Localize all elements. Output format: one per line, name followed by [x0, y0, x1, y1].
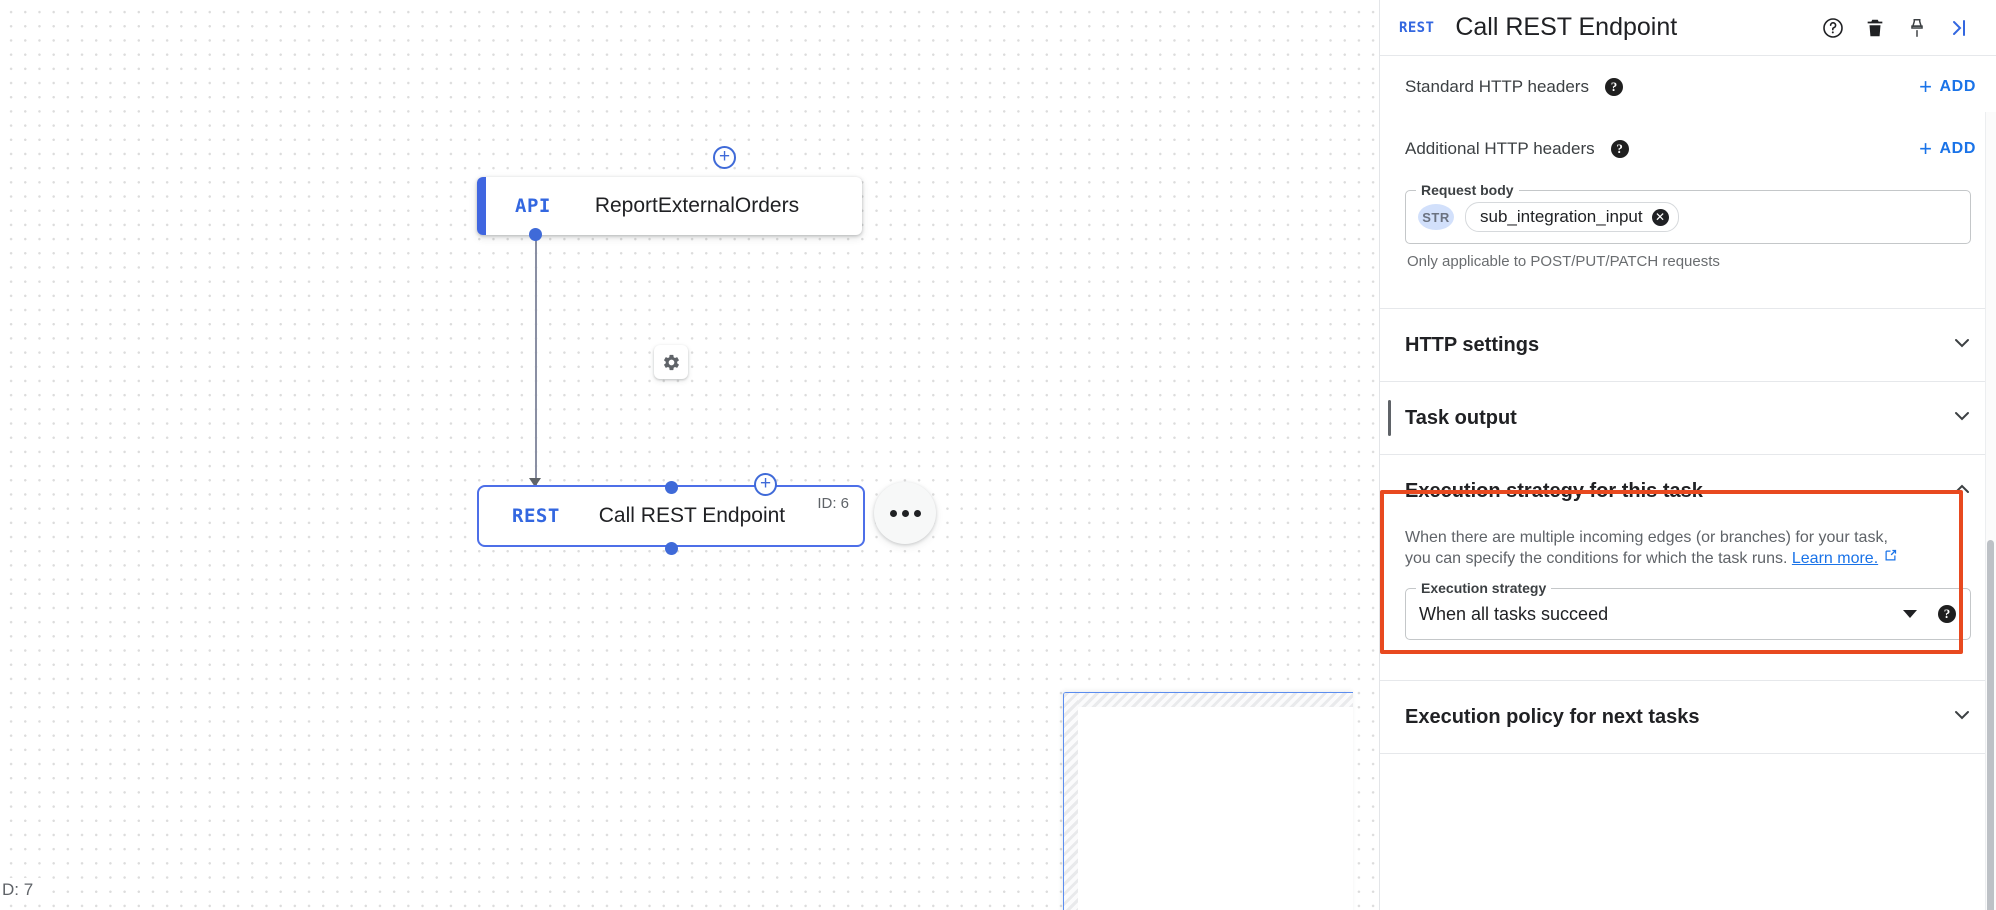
edge-connector-line	[535, 190, 537, 486]
request-body-helper-text: Only applicable to POST/PUT/PATCH reques…	[1407, 253, 1720, 270]
additional-http-headers-row: Additional HTTP headers ? + ADD	[1380, 118, 1996, 180]
additional-http-headers-label: Additional HTTP headers	[1405, 139, 1595, 158]
node-type-badge: REST	[512, 505, 560, 527]
node-id-label: ID: 6	[817, 495, 849, 512]
panel-header: REST Call REST Endpoint	[1380, 0, 1996, 56]
section-execution-strategy[interactable]: Execution strategy for this task	[1380, 455, 1996, 527]
add-label: ADD	[1939, 140, 1976, 157]
section-execution-strategy-header[interactable]: Execution strategy for this task	[1405, 455, 1974, 527]
panel-type-badge: REST	[1399, 19, 1435, 36]
external-link-icon[interactable]	[1883, 549, 1898, 567]
add-standard-header-button[interactable]: + ADD	[1919, 76, 1976, 98]
edge-arrowhead	[529, 478, 541, 487]
request-body-legend: Request body	[1416, 182, 1519, 198]
delete-icon[interactable]	[1854, 7, 1896, 49]
section-task-output[interactable]: Task output	[1380, 382, 1996, 454]
execution-strategy-value: When all tasks succeed	[1419, 603, 1609, 624]
chevron-down-icon[interactable]	[1950, 404, 1974, 433]
section-execution-policy[interactable]: Execution policy for next tasks	[1380, 681, 1996, 753]
section-title: HTTP settings	[1405, 333, 1540, 356]
panel-body: Standard HTTP headers ? + ADD Additional…	[1380, 56, 1996, 910]
divider	[1380, 753, 1996, 755]
node-output-port[interactable]	[665, 542, 678, 555]
section-http-settings[interactable]: HTTP settings	[1380, 309, 1996, 381]
section-http-settings-header[interactable]: HTTP settings	[1405, 309, 1974, 381]
add-additional-header-button[interactable]: + ADD	[1919, 138, 1976, 160]
dot	[913, 509, 921, 517]
node-label: Call REST Endpoint	[598, 504, 786, 527]
collapse-panel-icon[interactable]	[1938, 7, 1980, 49]
chevron-down-icon[interactable]	[1950, 703, 1974, 732]
clipped-node-id-label: D: 7	[0, 878, 44, 902]
divider	[1380, 680, 1996, 682]
standard-http-headers-label: Standard HTTP headers	[1405, 77, 1589, 96]
plus-icon: +	[1919, 74, 1933, 99]
description-line-1: When there are multiple incoming edges (…	[1405, 529, 1888, 546]
execution-strategy-description: When there are multiple incoming edges (…	[1380, 527, 1996, 569]
request-body-chip[interactable]: sub_integration_input ✕	[1465, 202, 1679, 232]
overlay-hatch-left	[1064, 693, 1078, 910]
section-title: Execution strategy for this task	[1405, 479, 1703, 502]
chevron-down-icon[interactable]	[1950, 331, 1974, 360]
node-report-external-orders[interactable]: API ReportExternalOrders	[477, 177, 862, 235]
dot	[889, 509, 897, 517]
node-accent-bar	[477, 177, 486, 235]
workflow-canvas[interactable]: API ReportExternalOrders + REST Call RES…	[0, 0, 1380, 910]
gear-icon[interactable]	[654, 345, 688, 379]
section-task-output-header[interactable]: Task output	[1405, 382, 1974, 454]
section-execution-policy-header[interactable]: Execution policy for next tasks	[1405, 681, 1974, 753]
plus-icon: +	[1919, 136, 1933, 161]
learn-more-link[interactable]: Learn more.	[1791, 550, 1879, 568]
dot	[901, 509, 909, 517]
help-icon[interactable]: ?	[1610, 140, 1629, 158]
add-node-icon[interactable]: +	[713, 146, 736, 169]
section-selection-indicator	[1388, 400, 1391, 436]
canvas-overlay-card[interactable]	[1063, 692, 1353, 910]
execution-strategy-legend: Execution strategy	[1416, 580, 1552, 597]
divider	[1380, 308, 1996, 309]
add-node-icon[interactable]: +	[754, 473, 777, 496]
chevron-down-icon[interactable]	[1903, 610, 1917, 619]
variable-type-badge: STR	[1418, 204, 1454, 230]
node-more-options-button[interactable]	[874, 482, 936, 544]
chip-label: sub_integration_input	[1480, 207, 1643, 226]
close-icon[interactable]: ✕	[1651, 208, 1669, 226]
node-input-port[interactable]	[665, 481, 678, 494]
execution-strategy-select[interactable]: Execution strategy When all tasks succee…	[1405, 580, 1971, 641]
help-icon[interactable]: ?	[1604, 78, 1623, 96]
help-icon[interactable]	[1812, 7, 1854, 49]
node-call-rest-endpoint[interactable]: REST Call REST Endpoint ID: 6	[477, 485, 865, 547]
divider	[1380, 381, 1996, 382]
section-title: Task output	[1405, 406, 1517, 429]
node-type-badge: API	[515, 195, 551, 217]
standard-http-headers-row: Standard HTTP headers ? + ADD	[1380, 56, 1996, 118]
task-config-panel[interactable]: REST Call REST Endpoint	[1379, 0, 1996, 910]
help-icon[interactable]: ?	[1938, 605, 1956, 624]
request-body-field[interactable]: Request body STR sub_integration_input ✕	[1405, 182, 1971, 244]
divider	[1380, 454, 1996, 455]
overlay-hatch-top	[1064, 693, 1353, 707]
section-title: Execution policy for next tasks	[1405, 705, 1700, 728]
panel-scrollbar-track[interactable]	[1985, 112, 1996, 910]
panel-scrollbar-thumb[interactable]	[1987, 540, 1994, 910]
description-line-2: you can specify the conditions for which…	[1405, 550, 1788, 568]
add-label: ADD	[1939, 78, 1976, 95]
node-label: ReportExternalOrders	[594, 194, 800, 217]
chevron-up-icon[interactable]	[1950, 477, 1974, 506]
node-output-port[interactable]	[529, 228, 542, 241]
page-title: Call REST Endpoint	[1455, 13, 1678, 41]
pin-icon[interactable]	[1896, 7, 1938, 49]
